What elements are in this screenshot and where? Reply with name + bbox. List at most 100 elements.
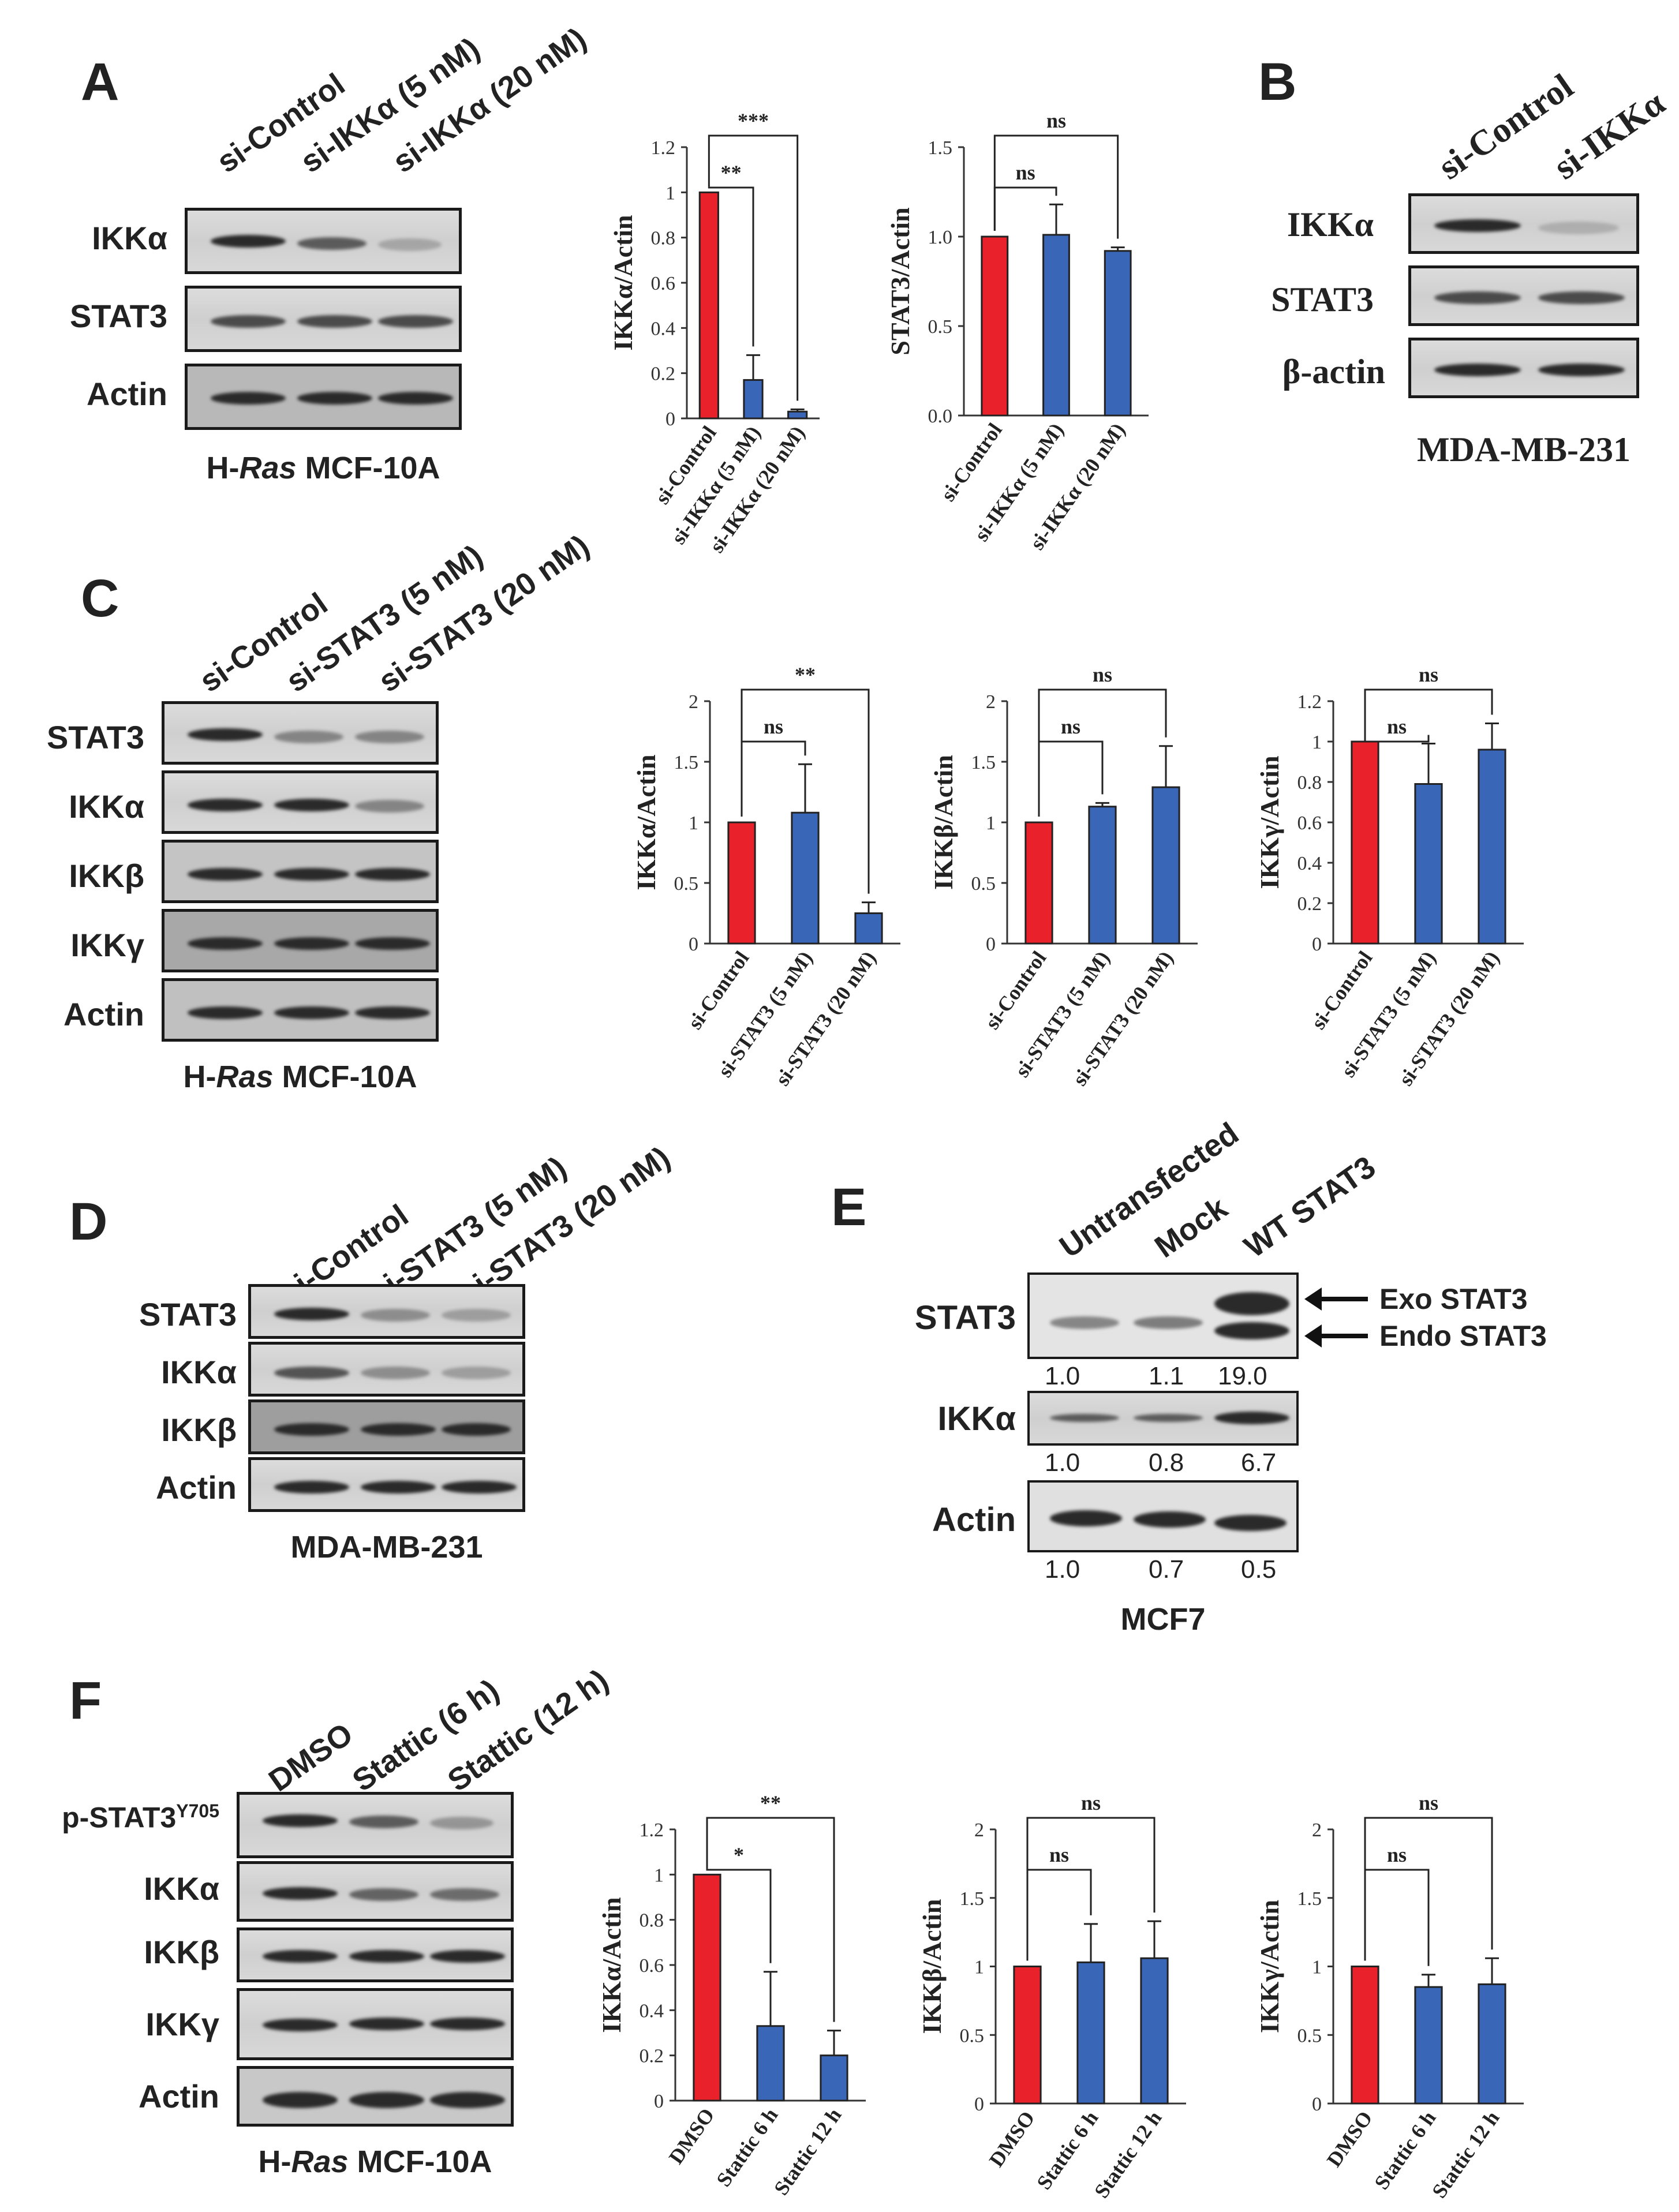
y-tick-label: 0.4: [1297, 853, 1322, 874]
blot-band: [361, 1481, 436, 1494]
blot-band: [188, 868, 263, 881]
y-tick-label: 0: [974, 2094, 984, 2115]
significance-bracket: [741, 688, 870, 894]
western-blot-strip: [185, 208, 462, 274]
blot-band: [274, 868, 349, 881]
quantification-value: 1.0: [1045, 1362, 1080, 1390]
bar: [693, 1873, 721, 2102]
blot-band: [188, 728, 263, 741]
bar-chart-ikkg-actin-c: 00.20.40.60.811.2IKKγ/Actinsi-Controlsi-…: [1255, 663, 1524, 1090]
lane-label: Untransfected: [1053, 1116, 1245, 1265]
significance-label: **: [795, 663, 816, 686]
western-blot-strip: [1027, 1480, 1299, 1552]
blot-row-label: IKKγ: [70, 927, 144, 963]
significance-label: ns: [1419, 663, 1438, 686]
significance-bracket: [1364, 688, 1493, 736]
blot-row-label: IKKβ: [144, 1934, 219, 1970]
x-tick-label: DMSO: [985, 2107, 1039, 2171]
y-tick-label: 1.5: [960, 1888, 985, 1910]
y-tick-label: 0.5: [928, 316, 953, 338]
blot-row-label: IKKα: [144, 1870, 219, 1907]
y-axis-label: IKKα/Actin: [631, 754, 661, 890]
x-tick-label: DMSO: [1322, 2107, 1377, 2171]
western-blot-strip: [237, 2066, 514, 2127]
significance-bracket: [1364, 1817, 1493, 1961]
bar: [1076, 1961, 1105, 2105]
blot-band: [349, 1950, 424, 1963]
western-blot-strip: [237, 1988, 514, 2060]
bar: [1042, 234, 1070, 417]
blot-band: [355, 937, 430, 950]
western-blot-strip: [248, 1399, 525, 1454]
y-tick-label: 1: [665, 182, 675, 204]
y-tick-label: 0.4: [640, 2000, 664, 2022]
bar: [854, 912, 883, 945]
blot-row-label: Actin: [87, 376, 167, 412]
blot-band: [297, 237, 367, 250]
blot-band: [430, 2092, 505, 2108]
blot-band: [378, 315, 453, 328]
x-tick-label: si-Control: [936, 419, 1007, 506]
y-tick-label: 0.2: [1297, 893, 1322, 915]
western-blot-strip: [185, 286, 462, 352]
panel-letter-d: D: [69, 1192, 108, 1251]
blot-band: [274, 937, 349, 950]
quantification-value: 0.8: [1149, 1449, 1184, 1477]
blot-row-label: Actin: [139, 2078, 219, 2114]
quantification-value: 0.7: [1149, 1555, 1184, 1584]
arrow-icon: [1304, 1287, 1368, 1348]
blot-row-label: STAT3: [69, 298, 167, 334]
y-axis-label: IKKγ/Actin: [1255, 755, 1284, 889]
western-blot-strip: [1027, 1391, 1299, 1446]
y-tick-label: 2: [689, 691, 698, 713]
x-tick-label: si-Control: [1307, 947, 1377, 1034]
bar: [727, 821, 756, 945]
blot-row-label: p-STAT3Y705: [62, 1801, 219, 1834]
bar: [1151, 786, 1180, 945]
western-blot-strip: [248, 1457, 525, 1512]
bar: [1013, 1966, 1042, 2105]
quantification-value: 0.5: [1241, 1555, 1277, 1584]
blot-band: [361, 1423, 436, 1436]
blot-band: [263, 1814, 338, 1827]
y-tick-label: 2: [986, 691, 996, 713]
blot-band: [211, 235, 286, 248]
blot-band: [1434, 291, 1521, 304]
cell-line-caption: H-Ras MCF-10A: [258, 2144, 492, 2179]
blot-band: [1134, 1511, 1206, 1528]
blot-row-label: IKKβ: [161, 1412, 237, 1448]
blot-row-label: STAT3: [914, 1299, 1016, 1337]
significance-label: ns: [1419, 1791, 1438, 1814]
blot-band: [297, 315, 372, 328]
arrow-label: Endo STAT3: [1379, 1320, 1547, 1352]
significance-label: ns: [1046, 109, 1066, 132]
significance-bracket: [741, 740, 806, 817]
significance-bracket: [708, 186, 754, 347]
y-axis-label: IKKα/Actin: [608, 215, 638, 350]
y-tick-label: 1.0: [928, 227, 953, 248]
western-blot-strip: [1408, 338, 1639, 398]
bar: [1024, 821, 1053, 945]
blot-band: [361, 1309, 430, 1322]
blot-band: [378, 392, 453, 405]
western-blot-strip: [162, 701, 439, 765]
y-tick-label: 1.2: [651, 137, 676, 159]
blot-band: [430, 1950, 505, 1963]
significance-bracket: [993, 186, 1057, 231]
western-blot-strip: [185, 364, 462, 430]
cell-line-caption: H-Ras MCF-10A: [183, 1060, 417, 1094]
y-tick-label: 1: [986, 813, 996, 834]
blot-row-label: STAT3: [46, 719, 144, 755]
bar: [1351, 1966, 1379, 2105]
blot-band: [1538, 222, 1619, 234]
western-blot-strip: [248, 1284, 525, 1339]
significance-label: ns: [1081, 1791, 1101, 1814]
quantification-value: 1.1: [1149, 1362, 1184, 1390]
y-tick-label: 0: [1312, 934, 1322, 955]
y-tick-label: 0: [986, 934, 996, 955]
panel-letter-e: E: [831, 1178, 867, 1237]
